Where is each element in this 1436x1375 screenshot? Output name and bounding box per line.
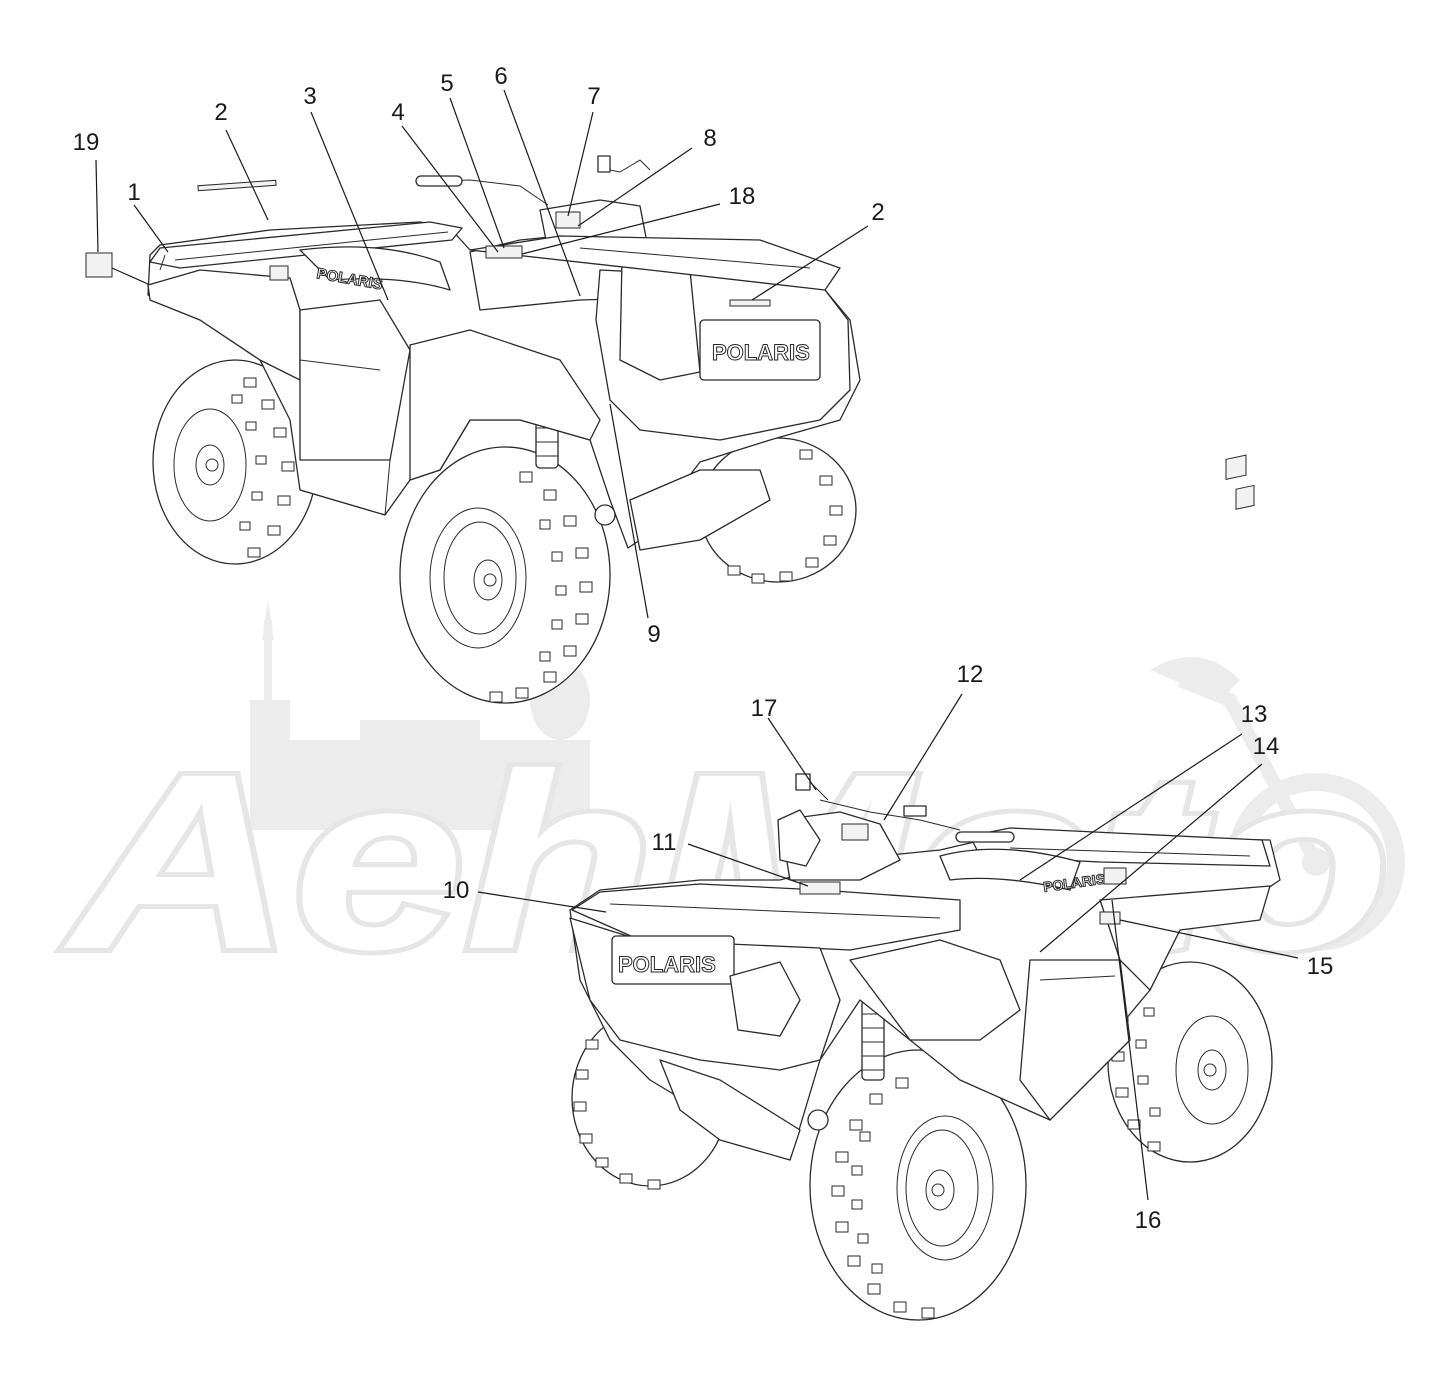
decal-pod: [555, 211, 581, 229]
atv1-front-brand: POLARIS: [712, 340, 810, 365]
callout-2b: 2: [871, 199, 884, 226]
callout-17: 17: [751, 695, 778, 722]
callout-8: 8: [703, 125, 716, 152]
decal-13: [1225, 454, 1247, 481]
leader-1: [133, 204, 169, 253]
callout-19: 19: [73, 129, 100, 156]
decal-14: [1235, 484, 1255, 510]
leader-18: [521, 203, 721, 255]
leader-7: [567, 111, 594, 217]
decal-2-rear-rack-loose: [197, 179, 277, 192]
leader-3: [310, 111, 389, 301]
leader-6: [503, 89, 581, 297]
leader-11: [687, 843, 809, 887]
leader-2a: [225, 129, 269, 221]
callout-3: 3: [303, 83, 316, 110]
decal-19: [85, 252, 113, 278]
leader-17: [767, 717, 817, 791]
callout-2a: 2: [214, 99, 227, 126]
leader-2b: [751, 225, 869, 301]
leader-4: [401, 125, 499, 253]
leader-19b: [111, 267, 149, 285]
atv1-rear-wheel: [152, 359, 318, 565]
decal-rear-fender-2: [1103, 867, 1127, 885]
callout-labels: 19 1 2 3 4 5 6 7 8 18 2 9 17 12 11 10 13…: [73, 63, 1334, 1234]
leader-lines: [95, 89, 1299, 1201]
callout-13: 13: [1241, 701, 1268, 728]
atv2-front-wheel: [809, 1049, 1027, 1321]
decal-15: [1099, 911, 1121, 925]
leader-9: [609, 403, 649, 619]
atv-rear-view: POLARIS POLARIS: [85, 155, 861, 704]
callout-14: 14: [1253, 733, 1280, 760]
watermark-cathedral-icon: [250, 600, 590, 830]
leader-13: [1019, 733, 1243, 881]
decal-rear-fender: [269, 265, 289, 281]
leader-5: [449, 97, 505, 249]
decal-11: [799, 881, 841, 895]
leader-16: [1111, 899, 1149, 1201]
callout-4: 4: [391, 99, 404, 126]
callout-16: 16: [1135, 1207, 1162, 1234]
callout-7: 7: [587, 83, 600, 110]
leader-19: [95, 159, 99, 253]
callout-10: 10: [443, 877, 470, 904]
leader-12: [883, 693, 963, 821]
atv-front-view: POLARIS POLARIS: [569, 454, 1281, 1321]
atv2-rear-wheel: [1107, 961, 1273, 1163]
leader-10: [477, 891, 607, 913]
callout-9: 9: [647, 621, 660, 648]
callout-12: 12: [957, 661, 984, 688]
callout-15: 15: [1307, 953, 1334, 980]
callout-11: 11: [652, 829, 677, 856]
atv2-front-brand: POLARIS: [618, 952, 716, 977]
atv1-body: [147, 155, 861, 551]
decal-pod-2: [841, 823, 869, 841]
decal-2-front-rack: [729, 299, 771, 307]
callout-1: 1: [127, 179, 140, 206]
callout-6: 6: [494, 63, 507, 90]
leader-15: [1119, 919, 1299, 959]
leader-14: [1039, 763, 1263, 953]
leader-8: [577, 147, 693, 227]
atv2-body: POLARIS POLARIS: [569, 454, 1281, 1161]
atv1-front-wheel: [399, 446, 611, 704]
callout-5: 5: [440, 70, 453, 97]
callout-18: 18: [729, 183, 756, 210]
